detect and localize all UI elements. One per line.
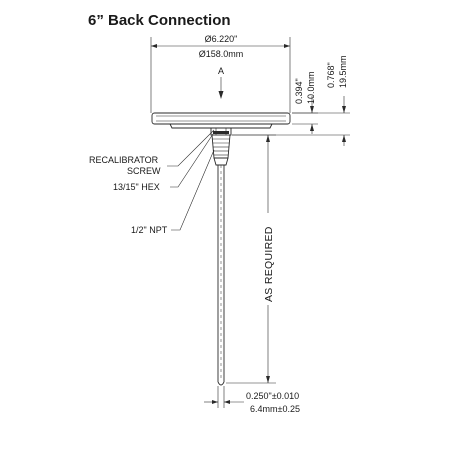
stem-diameter-mm: 6.4mm±0.25 <box>250 404 300 414</box>
hex-callout: 13/15" HEX <box>113 133 214 192</box>
case-depth-in: 0.394" <box>294 78 304 104</box>
npt-thread <box>211 134 231 166</box>
view-marker-label: A <box>218 66 224 76</box>
view-a-marker: A <box>218 66 224 99</box>
recalibrator-label-line2: SCREW <box>127 166 161 176</box>
dial-diameter-mm: Ø158.0mm <box>199 49 244 59</box>
case-depth-dimension: 0.394" 10.0mm <box>292 71 318 134</box>
recalibrator-label-line1: RECALIBRATOR <box>89 155 159 165</box>
hex-fitting <box>210 127 232 136</box>
overall-depth-dimension: 0.768" 19.5mm <box>232 55 350 146</box>
stem-length-dimension: AS REQUIRED <box>226 134 276 384</box>
drawing-title: 6” Back Connection <box>88 12 231 29</box>
dial-diameter-in: Ø6.220" <box>205 34 238 44</box>
overall-depth-mm: 19.5mm <box>338 55 348 88</box>
stem-diameter-in: 0.250"±0.010 <box>246 391 299 401</box>
npt-label: 1/2" NPT <box>131 225 168 235</box>
dial-diameter-dimension: Ø6.220" Ø158.0mm <box>150 34 291 113</box>
case-depth-mm: 10.0mm <box>306 71 316 104</box>
dial-case <box>151 112 291 129</box>
stem-diameter-dimension: 0.250"±0.010 6.4mm±0.25 <box>204 386 300 414</box>
hex-label: 13/15" HEX <box>113 182 160 192</box>
stem-length-label: AS REQUIRED <box>263 226 275 302</box>
npt-callout: 1/2" NPT <box>131 149 215 235</box>
overall-depth-in: 0.768" <box>326 62 336 88</box>
recalibrator-callout: RECALIBRATOR SCREW <box>89 129 215 176</box>
stem <box>217 165 225 386</box>
